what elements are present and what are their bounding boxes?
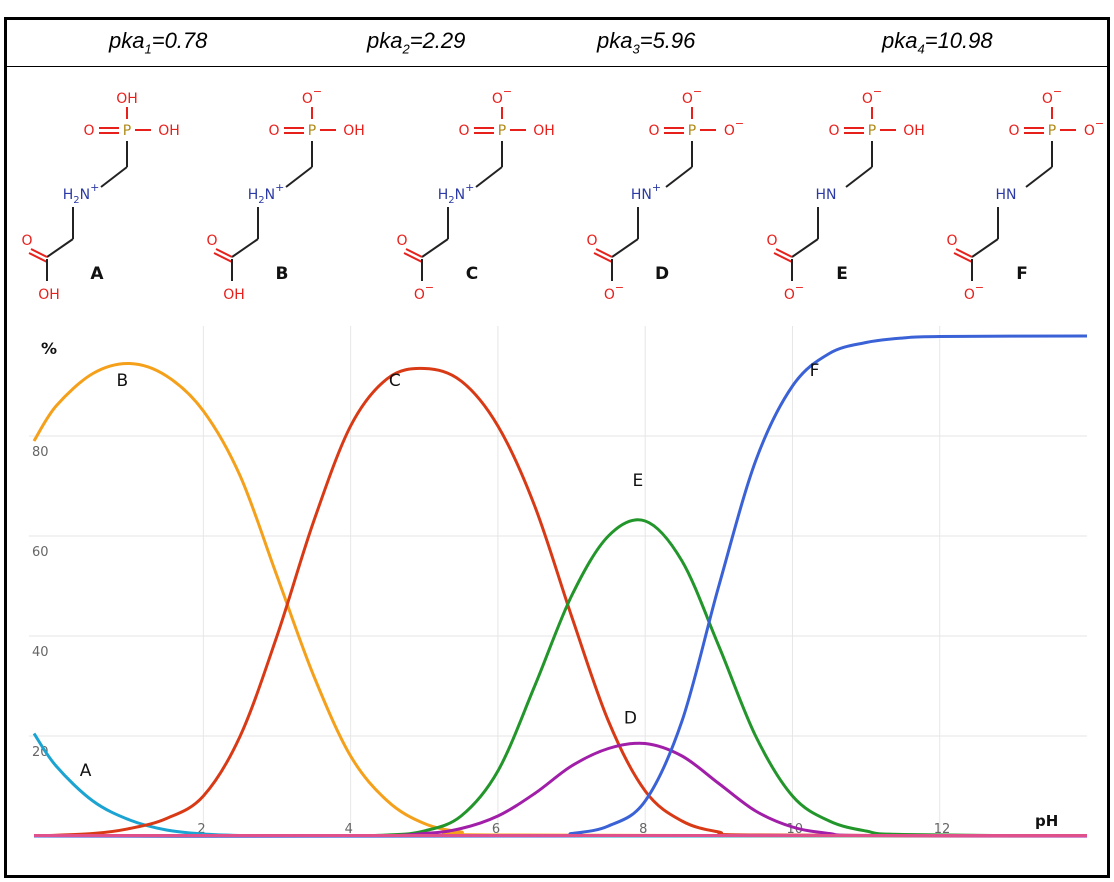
ch2-bond-4 [791,238,819,258]
c-double-bond-1 [775,248,793,258]
x-axis-label: pH [1035,812,1058,830]
carboxyl-double-o: O [766,233,777,249]
ch2-bond-2 [1025,166,1053,188]
carboxyl-double-o: O [946,233,957,249]
phosphorus-atom: P [688,123,696,139]
structure-letter: C [466,264,478,284]
c-double-bond-2 [773,252,793,263]
phosphonate-top-o: OH [116,91,138,107]
ch2-bond-4 [421,238,449,258]
phosphonate-right-o: OH [343,123,365,139]
c-double-bond-2 [953,252,973,263]
carboxyl-double-o: O [21,233,32,249]
phosphorus-atom: P [1048,123,1056,139]
curve-label-f: F [810,361,820,381]
y-tick-label: 40 [32,645,49,660]
structure-letter: E [836,264,848,284]
y-tick-label: 60 [32,545,49,560]
c-double-bond-1 [595,248,613,258]
c-double-bond-1 [405,248,423,258]
phosphonate-double-o: O [83,123,94,139]
phosphorus-atom: P [123,123,131,139]
structure-letter: D [655,264,669,284]
phosphonate-double-o: O [828,123,839,139]
series-d-line [33,741,1088,838]
ch2-bond-4 [231,238,259,258]
phosphonate-double-o: O [458,123,469,139]
phosphorus-atom: P [868,123,876,139]
series-b-line [32,361,1088,838]
figure-frame: pka1=0.78 pka2=2.29 pka3=5.96 pka4=10.98… [4,17,1110,878]
ch2-bond-2 [285,166,313,188]
carboxyl-double-o: O [396,233,407,249]
c-double-bond-1 [955,248,973,258]
phosphonate-double-o: O [1008,123,1019,139]
ch2-bond-2 [475,166,503,188]
structure-letter: A [90,264,104,284]
x-tick-label: 4 [345,822,353,837]
c-double-bond-2 [593,252,613,263]
c-double-bond-2 [403,252,423,263]
phosphonate-right-o: OH [903,123,925,139]
pka1-label: pka1=0.78 [109,28,208,57]
curve-label-c: C [389,371,401,391]
ch2-bond-4 [611,238,639,258]
curve-label-b: B [117,371,129,391]
y-axis-label: % [41,339,57,358]
ch2-bond-2 [665,166,693,188]
pka-header-row: pka1=0.78 pka2=2.29 pka3=5.96 pka4=10.98 [7,20,1107,67]
amine-group: HN [816,187,837,203]
curve-label-e: E [632,471,643,491]
x-tick-label: 12 [934,822,951,837]
phosphonate-double-o: O [648,123,659,139]
x-tick-label: 2 [197,822,205,837]
ch2-bond-4 [46,238,74,258]
phosphonate-right-o: OH [158,123,180,139]
phosphorus-atom: P [498,123,506,139]
structure-letter: B [276,264,289,284]
phosphonate-double-o: O [268,123,279,139]
phosphonate-right-o: OH [533,123,555,139]
pka3-label: pka3=5.96 [597,28,696,57]
x-tick-label: 6 [492,822,500,837]
carboxyl-double-o: O [206,233,217,249]
pka2-label: pka2=2.29 [367,28,466,57]
c-double-bond-2 [28,252,48,263]
c-double-bond-2 [213,252,233,263]
c-double-bond-1 [215,248,233,258]
series-e-line [33,518,1088,838]
y-tick-label: 80 [32,445,49,460]
x-tick-label: 8 [639,822,647,837]
c-double-bond-1 [30,248,48,258]
ch2-bond-4 [971,238,999,258]
carboxyl-double-o: O [586,233,597,249]
series-c-line [33,366,1088,838]
curve-label-a: A [80,761,92,781]
carboxyl-o: OH [223,287,245,303]
ch2-bond-2 [100,166,128,188]
phosphorus-atom: P [308,123,316,139]
series-a-line [32,732,1088,838]
amine-group: HN [996,187,1017,203]
pka4-label: pka4=10.98 [882,28,993,57]
curve-label-d: D [624,709,637,729]
carboxyl-o: OH [38,287,60,303]
chart-grid [29,326,1087,836]
structure-letter: F [1016,264,1028,284]
ch2-bond-2 [845,166,873,188]
